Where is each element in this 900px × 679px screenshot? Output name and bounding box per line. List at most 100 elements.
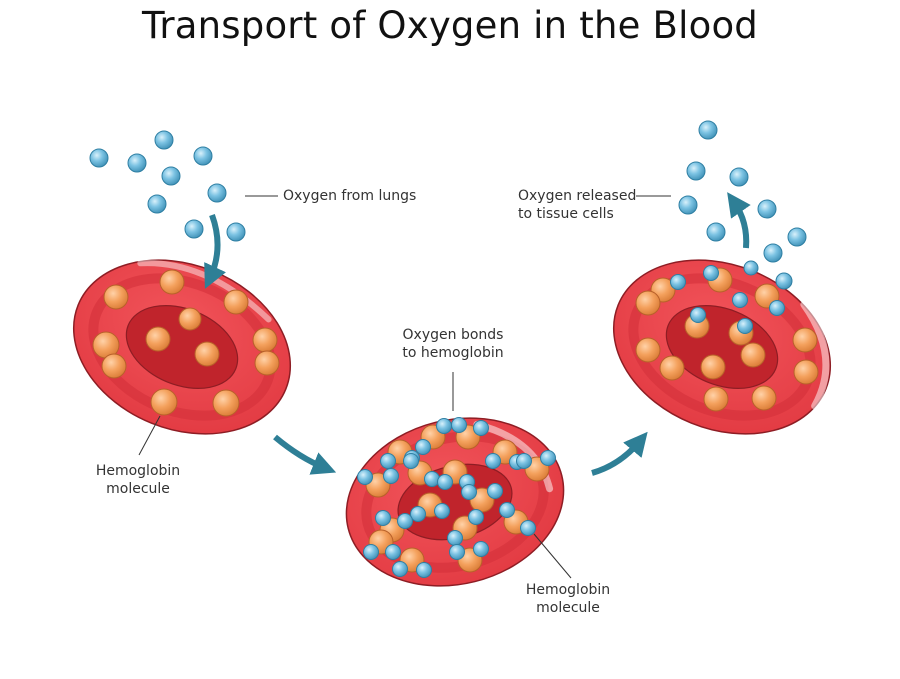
hemoglobin-molecule xyxy=(740,342,766,368)
oxygen-molecule xyxy=(485,453,501,469)
oxygen-molecule xyxy=(520,520,536,536)
oxygen-molecule xyxy=(473,420,489,436)
oxygen-molecule xyxy=(161,166,181,186)
hemoglobin-group-left xyxy=(92,269,280,417)
oxygen-molecule xyxy=(516,453,532,469)
hemoglobin-molecule xyxy=(194,341,220,367)
label-line: Oxygen released xyxy=(518,188,637,204)
oxygen-molecule xyxy=(757,199,777,219)
hemoglobin-molecule xyxy=(212,389,240,417)
oxygen-molecule xyxy=(732,292,748,308)
oxygen-molecule xyxy=(487,483,503,499)
oxygen-molecule xyxy=(678,195,698,215)
oxygen-molecule xyxy=(468,509,484,525)
hemoglobin-molecule xyxy=(792,327,818,353)
oxygen-molecule xyxy=(540,450,556,466)
hemoglobin-molecule xyxy=(103,284,129,310)
oxygen-molecule xyxy=(403,453,419,469)
hemoglobin-molecule xyxy=(751,385,777,411)
hemoglobin-molecule xyxy=(101,353,127,379)
label-line: to hemoglobin xyxy=(402,345,504,361)
hemoglobin-molecule xyxy=(703,386,729,412)
oxygen-molecule xyxy=(461,484,477,500)
hemoglobin-molecule xyxy=(145,326,171,352)
hemoglobin-molecule xyxy=(635,290,661,316)
oxygen-molecule xyxy=(147,194,167,214)
oxygen-molecule xyxy=(670,274,686,290)
hemoglobin-molecule xyxy=(159,269,185,295)
oxygen-molecule xyxy=(737,318,753,334)
oxygen-molecule xyxy=(375,510,391,526)
oxygen-molecule xyxy=(184,219,204,239)
oxygen-molecule xyxy=(706,222,726,242)
oxygen-molecule xyxy=(154,130,174,150)
oxygen-molecule xyxy=(787,227,807,247)
oxygen-molecule xyxy=(380,453,396,469)
label-line: molecule xyxy=(106,481,170,497)
oxygen-molecule xyxy=(193,146,213,166)
label-line: Oxygen bonds xyxy=(402,327,504,343)
oxygen-molecule xyxy=(434,503,450,519)
hemoglobin-molecule xyxy=(700,354,726,380)
hemoglobin-molecule xyxy=(254,350,280,376)
oxygen-molecule xyxy=(127,153,147,173)
hemoglobin-molecule xyxy=(150,388,178,416)
label-line: to tissue cells xyxy=(518,206,614,222)
arrow-left-to-middle xyxy=(273,434,337,475)
label-line: molecule xyxy=(536,600,600,616)
oxygen-molecule xyxy=(437,474,453,490)
label-line: Hemoglobin xyxy=(95,463,181,479)
hemoglobin-group-right xyxy=(635,265,819,412)
oxygen-molecule xyxy=(449,544,465,560)
oxygen-molecule xyxy=(397,513,413,529)
hemoglobin-molecule xyxy=(223,289,249,315)
oxygen-molecule xyxy=(690,307,706,323)
arrow-out-of-right-cell xyxy=(727,192,751,249)
oxygen-molecules-released xyxy=(678,120,807,290)
oxygen-molecule xyxy=(410,506,426,522)
red-blood-cell-left xyxy=(72,259,292,435)
label-hemoglobin-left: Hemoglobin molecule xyxy=(83,462,193,498)
oxygen-molecule xyxy=(226,222,246,242)
oxygen-molecule xyxy=(729,167,749,187)
arrow-middle-to-right xyxy=(591,431,648,476)
cell-highlight xyxy=(473,420,554,493)
oxygen-molecule xyxy=(207,183,227,203)
label-oxygen-from-lungs: Oxygen from lungs xyxy=(283,188,417,204)
oxygen-molecule xyxy=(416,562,432,578)
oxygen-molecule xyxy=(473,541,489,557)
oxygen-molecule xyxy=(392,561,408,577)
hemoglobin-group-middle xyxy=(357,417,556,578)
oxygen-molecule xyxy=(357,469,373,485)
label-hemoglobin-right: Hemoglobin molecule xyxy=(513,581,623,617)
arrow-into-left-cell xyxy=(204,213,226,289)
cell-highlight xyxy=(800,301,830,410)
hemoglobin-molecule xyxy=(793,359,819,385)
oxygen-molecule xyxy=(383,468,399,484)
oxygen-molecule xyxy=(89,148,109,168)
oxygen-molecules-lungs xyxy=(89,130,246,242)
hemoglobin-molecule xyxy=(659,355,685,381)
oxygen-molecule xyxy=(424,471,440,487)
leader-line-hemoglobin-right xyxy=(533,533,572,579)
label-line: Hemoglobin xyxy=(525,582,611,598)
red-blood-cell-right xyxy=(612,259,832,435)
label-oxygen-bonds: Oxygen bonds to hemoglobin xyxy=(393,326,513,362)
label-oxygen-released: Oxygen released to tissue cells xyxy=(518,187,636,223)
oxygen-molecule xyxy=(686,161,706,181)
page-title: Transport of Oxygen in the Blood xyxy=(142,4,758,47)
oxygen-molecule xyxy=(763,243,783,263)
oxygen-molecule xyxy=(385,544,401,560)
oxygen-molecule xyxy=(698,120,718,140)
oxygen-molecule xyxy=(703,265,719,281)
leader-line-hemoglobin-left xyxy=(138,415,161,456)
oxygen-molecule xyxy=(436,418,452,434)
oxygen-molecule xyxy=(775,272,793,290)
oxygen-molecule xyxy=(769,300,785,316)
oxygen-molecule xyxy=(451,417,467,433)
hemoglobin-molecule xyxy=(178,307,202,331)
hemoglobin-molecule xyxy=(252,327,278,353)
oxygen-molecule xyxy=(415,439,431,455)
